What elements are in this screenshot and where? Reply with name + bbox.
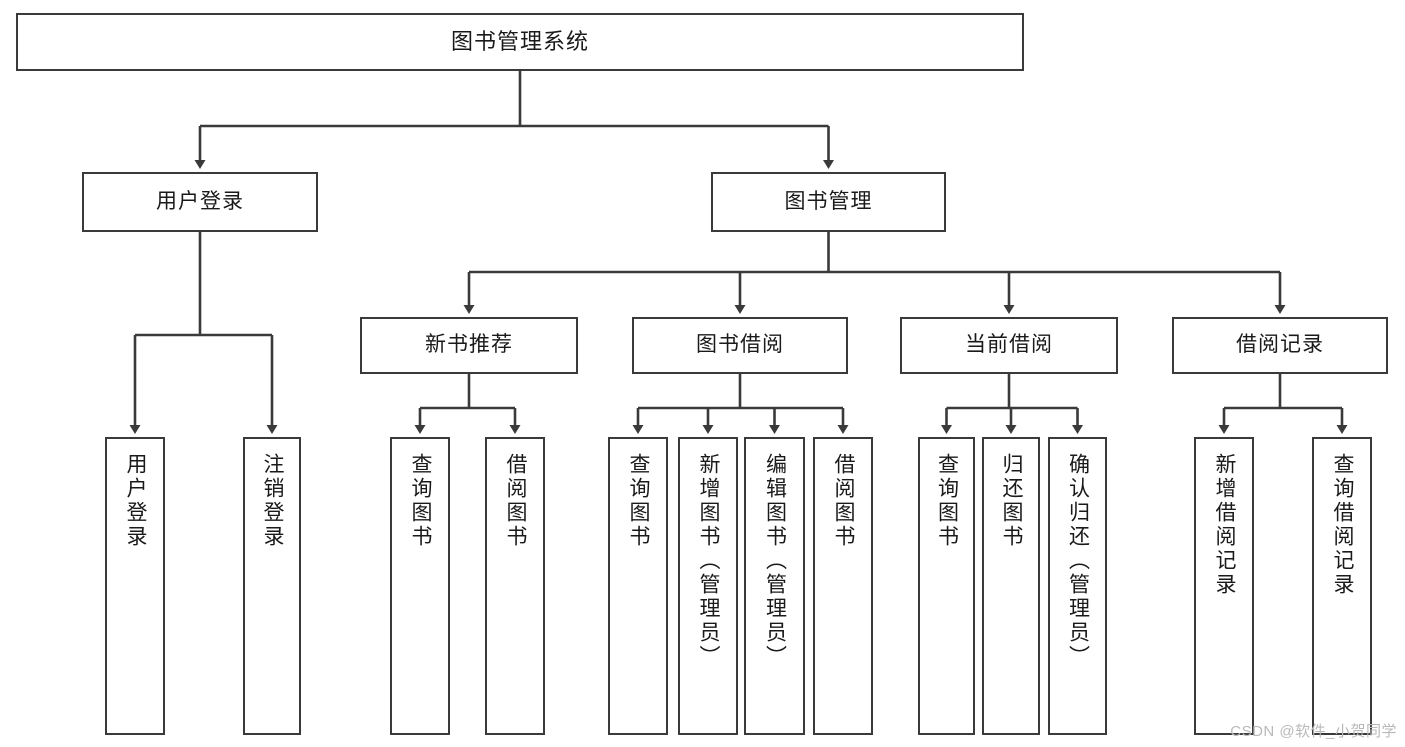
- node-label: 用户登录: [124, 453, 148, 549]
- node-label: 查询图书: [627, 453, 651, 549]
- node-label: 查询图书: [409, 453, 433, 549]
- node-label: 确认归还（管理员）: [1066, 453, 1090, 669]
- edge-trunk-bookmgmt: [469, 232, 1280, 274]
- edge-trunk-newbook: [420, 374, 515, 410]
- node-leaf-bw-query[interactable]: 查询图书: [608, 437, 668, 735]
- node-leaf-rc-add[interactable]: 新增借阅记录: [1194, 437, 1254, 735]
- node-label: 借阅记录: [1236, 333, 1324, 357]
- node-records[interactable]: 借阅记录: [1172, 317, 1388, 374]
- node-root[interactable]: 图书管理系统: [16, 13, 1024, 71]
- node-label: 查询图书: [935, 453, 959, 549]
- node-newbook[interactable]: 新书推荐: [360, 317, 578, 374]
- node-label: 归还图书: [1000, 453, 1024, 549]
- node-leaf-bw-edit[interactable]: 编辑图书（管理员）: [744, 437, 805, 735]
- node-label: 当前借阅: [965, 333, 1053, 357]
- node-leaf-cb-return[interactable]: 归还图书: [982, 437, 1040, 735]
- node-bookmgmt[interactable]: 图书管理: [711, 172, 946, 232]
- node-label: 用户登录: [156, 189, 244, 213]
- node-leaf-logout[interactable]: 注销登录: [243, 437, 301, 735]
- node-label: 图书借阅: [696, 333, 784, 357]
- edge-trunk-root: [200, 71, 829, 128]
- edge-trunk-borrow: [638, 374, 843, 410]
- node-label: 借阅图书: [832, 453, 856, 549]
- node-leaf-cb-query[interactable]: 查询图书: [918, 437, 975, 735]
- node-label: 图书管理系统: [450, 29, 589, 55]
- node-leaf-nb-query[interactable]: 查询图书: [390, 437, 450, 735]
- node-leaf-rc-query[interactable]: 查询借阅记录: [1312, 437, 1372, 735]
- node-current[interactable]: 当前借阅: [900, 317, 1118, 374]
- node-login[interactable]: 用户登录: [82, 172, 318, 232]
- edge-trunk-login: [135, 232, 272, 337]
- node-leaf-cb-confirm[interactable]: 确认归还（管理员）: [1048, 437, 1107, 735]
- node-label: 编辑图书（管理员）: [763, 453, 787, 669]
- node-label: 新增图书（管理员）: [697, 453, 721, 669]
- edge-trunk-current: [946, 374, 1078, 410]
- node-label: 注销登录: [261, 453, 285, 549]
- node-label: 图书管理: [784, 189, 873, 213]
- node-leaf-login[interactable]: 用户登录: [105, 437, 165, 735]
- node-leaf-nb-borrow[interactable]: 借阅图书: [485, 437, 545, 735]
- node-label: 借阅图书: [504, 453, 528, 549]
- node-leaf-bw-add[interactable]: 新增图书（管理员）: [678, 437, 738, 735]
- node-borrow[interactable]: 图书借阅: [632, 317, 848, 374]
- node-leaf-bw-lend[interactable]: 借阅图书: [813, 437, 873, 735]
- node-label: 新书推荐: [425, 333, 513, 357]
- node-label: 新增借阅记录: [1213, 453, 1237, 597]
- edge-trunk-records: [1224, 374, 1342, 410]
- node-label: 查询借阅记录: [1331, 453, 1355, 597]
